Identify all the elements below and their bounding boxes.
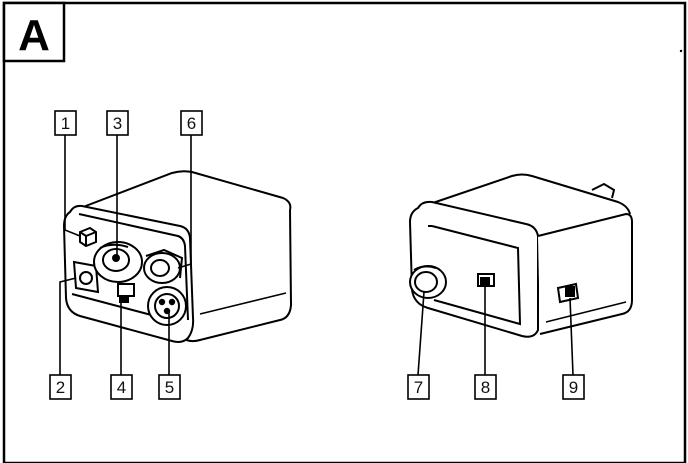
callout-labels: 1 2 3 4 5 6 7 8 9 — [56, 114, 578, 397]
callout-label-5: 5 — [165, 378, 174, 397]
callout-boxes — [49, 110, 585, 400]
callout-box-6 — [180, 110, 203, 136]
leader-lines — [59, 135, 574, 376]
callout-box-4 — [110, 374, 133, 400]
callout-box-7 — [407, 374, 430, 400]
device-rear — [408, 173, 633, 338]
callout-label-3: 3 — [113, 114, 122, 133]
callout-label-7: 7 — [414, 378, 423, 397]
switch-4 — [117, 283, 135, 297]
device-rear-components — [409, 265, 580, 304]
switch-1 — [79, 226, 97, 248]
callout-label-9: 9 — [569, 378, 578, 397]
leader-1 — [64, 135, 81, 237]
leader-6 — [177, 135, 192, 269]
callout-box-5 — [158, 374, 181, 400]
leader-7 — [417, 291, 425, 376]
callout-label-8: 8 — [481, 378, 490, 397]
callout-box-9 — [562, 374, 585, 400]
panel-letter-box — [2, 1, 66, 63]
callout-box-8 — [474, 374, 497, 400]
callout-label-1: 1 — [61, 114, 70, 133]
callout-label-2: 2 — [56, 378, 65, 397]
leader-2 — [59, 277, 77, 375]
callout-box-1 — [54, 110, 77, 136]
device-front-components — [72, 226, 187, 326]
callout-box-3 — [106, 110, 129, 136]
callout-box-2 — [49, 374, 72, 400]
leader-9 — [569, 297, 574, 376]
speck — [679, 49, 683, 53]
callout-label-6: 6 — [187, 114, 196, 133]
panel-letter: A — [18, 11, 50, 60]
callout-label-4: 4 — [117, 378, 126, 397]
